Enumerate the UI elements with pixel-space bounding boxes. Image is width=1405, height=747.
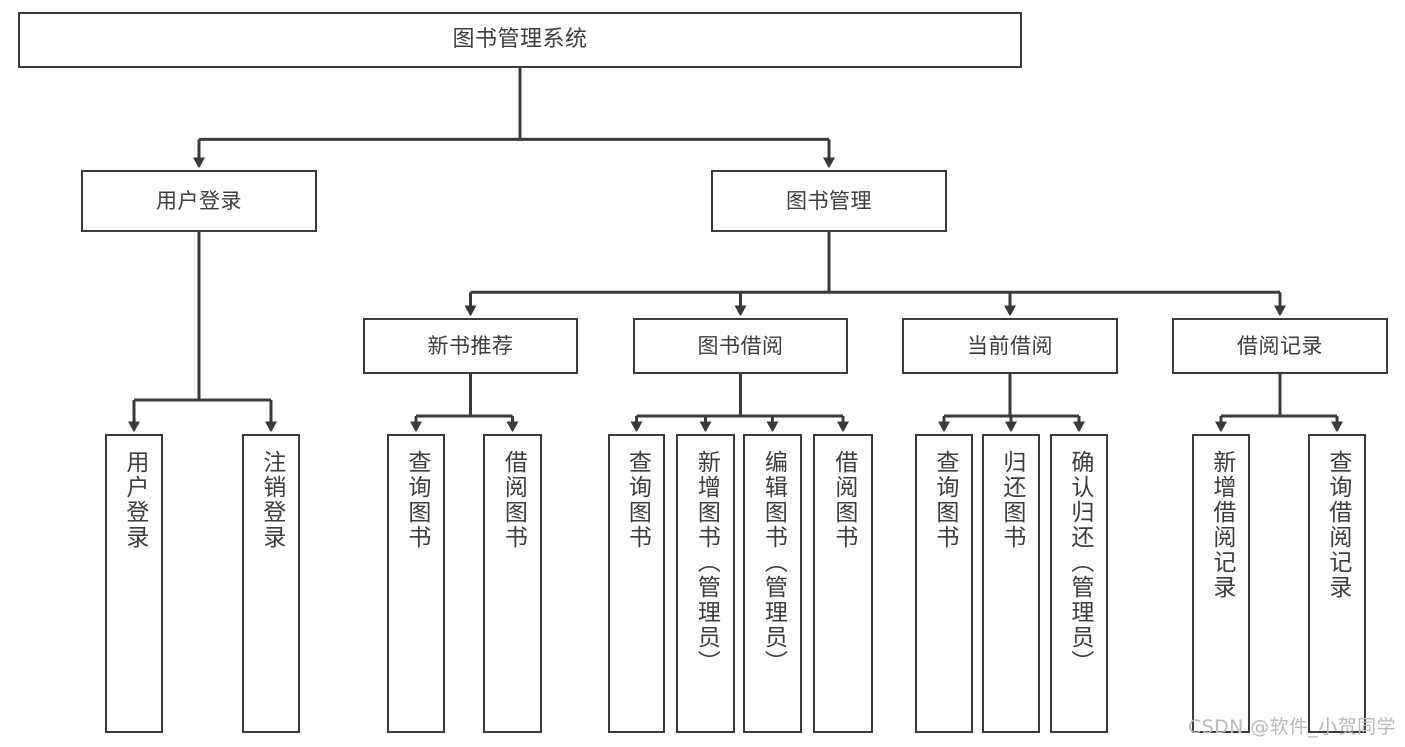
node-label: 借阅图书 — [500, 450, 527, 550]
node-label: 借阅记录 — [1237, 333, 1323, 358]
node-borrow-record[interactable]: 借阅记录 — [1172, 318, 1388, 374]
node-label: 当前借阅 — [967, 333, 1053, 358]
node-leaf-confirm-return[interactable]: 确认归还（管理员） — [1050, 434, 1108, 733]
node-label: 新增借阅记录 — [1208, 450, 1235, 600]
node-current-borrow[interactable]: 当前借阅 — [902, 318, 1118, 374]
node-label: 新增图书（管理员） — [693, 450, 720, 675]
node-label: 确认归还（管理员） — [1066, 450, 1093, 675]
node-leaf-borrow-book-1[interactable]: 借阅图书 — [483, 434, 542, 733]
node-leaf-return-book[interactable]: 归还图书 — [982, 434, 1040, 733]
node-label: 查询图书 — [931, 450, 958, 550]
node-label: 图书管理 — [786, 188, 872, 213]
node-label: 用户登录 — [121, 450, 148, 550]
node-leaf-add-record[interactable]: 新增借阅记录 — [1192, 434, 1250, 733]
node-leaf-query-record[interactable]: 查询借阅记录 — [1308, 434, 1366, 733]
node-user-login[interactable]: 用户登录 — [81, 170, 317, 232]
node-leaf-edit-book[interactable]: 编辑图书（管理员） — [743, 434, 802, 733]
node-book-manage[interactable]: 图书管理 — [711, 170, 947, 232]
node-label: 归还图书 — [998, 450, 1025, 550]
node-label: 借阅图书 — [830, 450, 857, 550]
node-leaf-user-login[interactable]: 用户登录 — [105, 434, 163, 733]
node-leaf-logout[interactable]: 注销登录 — [242, 434, 300, 733]
node-label: 查询图书 — [624, 450, 651, 550]
node-root[interactable]: 图书管理系统 — [18, 12, 1022, 68]
node-label: 注销登录 — [258, 450, 285, 550]
node-label: 用户登录 — [156, 188, 242, 213]
node-leaf-query-book-1[interactable]: 查询图书 — [387, 434, 445, 733]
node-label: 图书借阅 — [697, 333, 784, 358]
node-leaf-query-book-3[interactable]: 查询图书 — [915, 434, 973, 733]
node-leaf-add-book[interactable]: 新增图书（管理员） — [676, 434, 735, 733]
node-new-book-rec[interactable]: 新书推荐 — [363, 318, 578, 374]
node-label: 新书推荐 — [427, 333, 514, 358]
node-label: 查询图书 — [403, 450, 430, 550]
node-label: 查询借阅记录 — [1324, 450, 1351, 600]
node-label: 图书管理系统 — [452, 27, 588, 53]
node-leaf-borrow-book-2[interactable]: 借阅图书 — [813, 434, 873, 733]
node-book-borrow[interactable]: 图书借阅 — [633, 318, 848, 374]
node-leaf-query-book-2[interactable]: 查询图书 — [608, 434, 665, 733]
node-label: 编辑图书（管理员） — [760, 450, 787, 675]
